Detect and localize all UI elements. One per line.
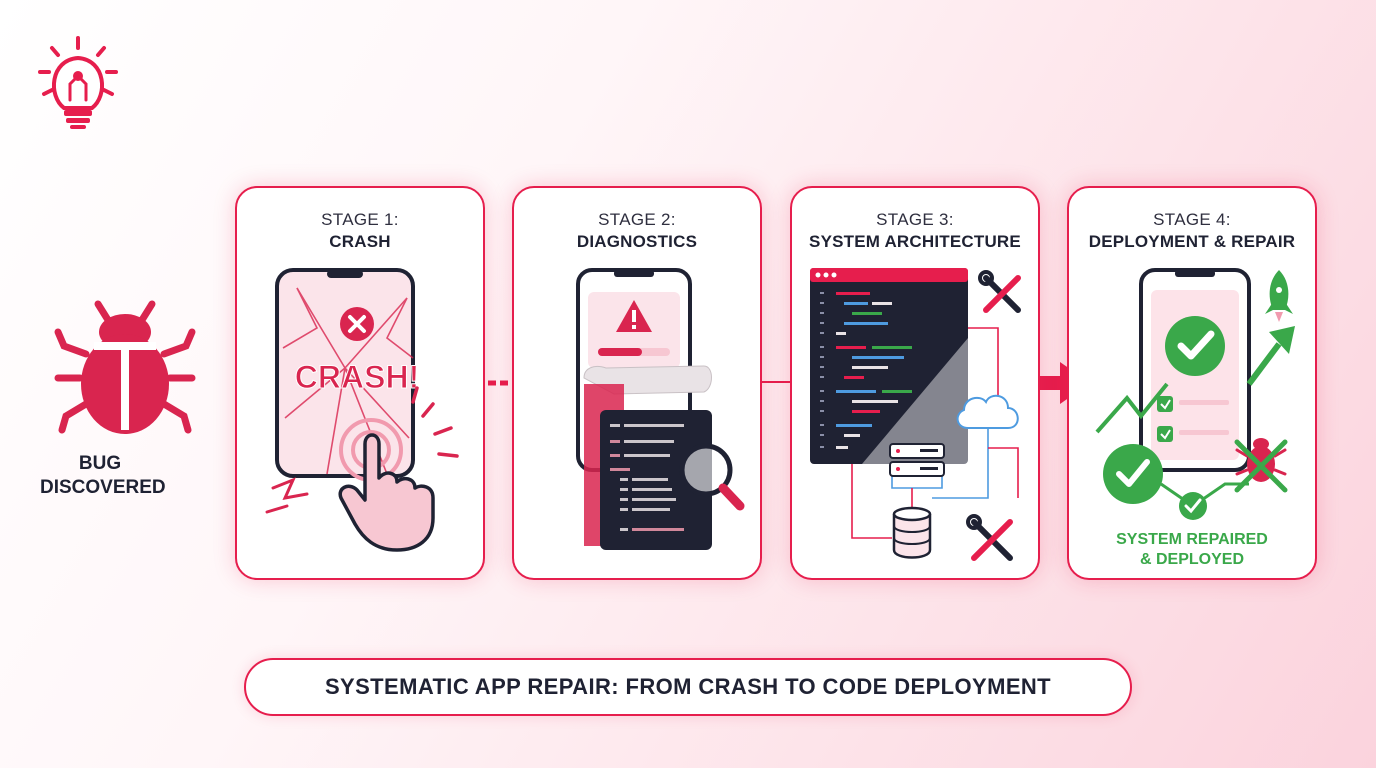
stage-card-3: STAGE 3: SYSTEM ARCHITECTURE <box>790 186 1040 580</box>
server-icon <box>889 443 945 477</box>
rocket-icon <box>1265 270 1293 322</box>
stage-number: STAGE 4: <box>1153 210 1231 229</box>
bug-label-line2: DISCOVERED <box>40 477 166 498</box>
stage-number: STAGE 1: <box>321 210 399 229</box>
crash-phone-icon: CRASH! <box>265 268 459 552</box>
bug-icon <box>1234 438 1288 493</box>
bug-icon <box>54 300 196 434</box>
stage-card-1: STAGE 1: CRASH CRASH! <box>235 186 485 580</box>
repaired-line2: & DEPLOYED <box>1139 551 1244 568</box>
database-icon <box>892 506 932 559</box>
magnifier-icon <box>679 443 745 511</box>
lightbulb-icon <box>38 36 118 129</box>
repaired-status: SYSTEM REPAIRED & DEPLOYED <box>1069 530 1315 570</box>
diagnostics-illustration <box>576 268 745 550</box>
wrench-screwdriver-icon <box>966 514 1013 561</box>
wrench-screwdriver-icon <box>978 270 1021 313</box>
stage-title: CRASH <box>329 232 391 251</box>
deployment-illustration <box>1095 268 1295 520</box>
stage-title: DIAGNOSTICS <box>576 232 698 251</box>
bug-label-line1: BUG <box>78 453 122 474</box>
crash-overlay-text: CRASH! <box>295 359 419 395</box>
stage-title: SYSTEM ARCHITECTURE <box>809 232 1021 251</box>
checkmark-icon <box>1177 330 1215 360</box>
cloud-icon <box>956 394 1019 429</box>
stage-number: STAGE 3: <box>876 210 954 229</box>
footer-title: SYSTEMATIC APP REPAIR: FROM CRASH TO COD… <box>324 674 1052 699</box>
stage-title: DEPLOYMENT & REPAIR <box>1088 232 1296 251</box>
repaired-line1: SYSTEM REPAIRED <box>1116 531 1268 548</box>
architecture-illustration <box>810 268 1021 561</box>
stage-card-2: STAGE 2: DIAGNOSTICS <box>512 186 762 580</box>
stage-card-4: STAGE 4: DEPLOYMENT & REPAIR <box>1067 186 1317 580</box>
footer-title-box: SYSTEMATIC APP REPAIR: FROM CRASH TO COD… <box>244 658 1132 716</box>
bug-discovered-label: BUG DISCOVERED <box>40 452 166 500</box>
stage-number: STAGE 2: <box>598 210 676 229</box>
